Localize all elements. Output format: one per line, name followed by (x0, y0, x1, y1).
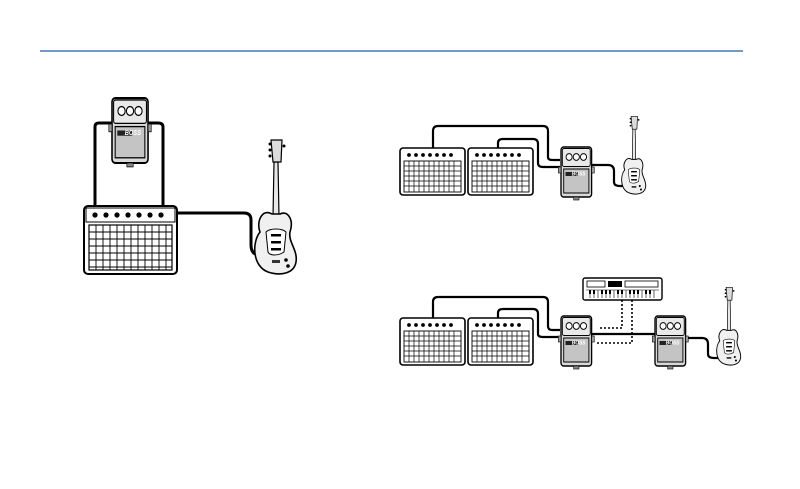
diagram-two-amps-linked: BOSS BOSS (400, 278, 741, 369)
effects-pedal: BOSS (558, 316, 594, 369)
cable (592, 165, 626, 186)
amplifier (468, 318, 533, 365)
amplifier (400, 148, 465, 195)
electric-guitar (622, 116, 646, 194)
amplifier (400, 318, 465, 365)
pedal-brand-label: BOSS (572, 171, 586, 177)
amplifier (468, 148, 533, 195)
electric-guitar (255, 140, 297, 274)
link-cable-dotted (595, 300, 632, 343)
effects-pedal: BOSS (558, 147, 594, 200)
cable (148, 123, 163, 207)
cable (177, 213, 260, 255)
amplifier (84, 206, 177, 274)
cable (688, 338, 718, 358)
diagram-two-amps: BOSS (400, 116, 646, 200)
electric-guitar (717, 287, 741, 365)
effects-pedal: BOSS (652, 316, 688, 369)
effects-pedal: BOSS (109, 98, 151, 167)
cable (95, 123, 112, 207)
diagram-single-amp: BOSS (84, 98, 296, 274)
pedal-brand-label: BOSS (572, 340, 586, 346)
pedal-brand-label: BOSS (666, 340, 680, 346)
pedal-brand-label: BOSS (125, 130, 142, 138)
link-cable-dotted (600, 300, 622, 328)
keyboard-synth (583, 278, 662, 300)
